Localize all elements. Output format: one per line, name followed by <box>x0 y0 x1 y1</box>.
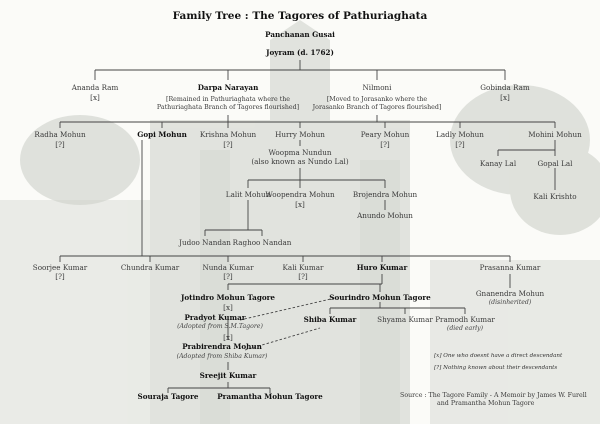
node-nilmoni: Nilmoni <box>363 84 392 93</box>
mark-peary-mohun: [?] <box>380 141 389 150</box>
node-mohini-mohun: Mohini Mohun <box>528 131 581 140</box>
node-shyama-kumar: Shyama Kumar <box>377 316 433 325</box>
node-lalit-mohun: Lalit Mohun <box>226 191 270 200</box>
node-jotindro-mohun-tagore: Jotindro Mohun Tagore <box>181 294 275 303</box>
mark-gobinda-ram: [x] <box>500 94 510 103</box>
node-pradyot-kumar: Pradyot Kumar <box>184 314 245 323</box>
mark-ananda-ram: [x] <box>90 94 100 103</box>
node-ladly-mohun: Ladly Mohun <box>436 131 484 140</box>
node-gopal-lal: Gopal Lal <box>538 160 573 169</box>
node-raghoo-nandan: Raghoo Nandan <box>233 239 292 248</box>
node-shiba-kumar: Shiba Kumar <box>304 316 357 325</box>
mark-woopendra-mohun: [x] <box>295 201 305 210</box>
node-judoo-nandan: Judoo Nandan <box>179 239 231 248</box>
note-woopma-nundun: (also known as Nundo Lal) <box>251 158 348 167</box>
node-gopi-mohun: Gopi Mohun <box>137 131 187 140</box>
diagram-title: Family Tree : The Tagores of Pathuriagha… <box>173 12 428 21</box>
note-darpa-1: [Remained in Pathuriaghata where the <box>166 96 290 104</box>
note-prabirendra: (Adopted from Shiba Kumar) <box>177 353 268 362</box>
node-ananda-ram: Ananda Ram <box>72 84 119 93</box>
node-souraja-tagore: Souraja Tagore <box>138 393 199 402</box>
mark-krishna-mohun: [?] <box>223 141 232 150</box>
node-brojendra-mohun: Brojendra Mohun <box>353 191 417 200</box>
node-woopendra-mohun: Woopendra Mohun <box>265 191 334 200</box>
node-joyram: Joyram (d. 1762) <box>266 49 334 58</box>
note-gnanendra: (disinherited) <box>489 299 532 308</box>
node-peary-mohun: Peary Mohun <box>361 131 409 140</box>
mark-kali-kumar: [?] <box>298 273 307 282</box>
node-hurry-mohun: Hurry Mohun <box>275 131 325 140</box>
node-prabirendra-mohun: Prabirendra Mohun <box>182 343 262 352</box>
note-pradyot: (Adopted from S.M.Tagore) <box>177 323 263 332</box>
node-huro-kumar: Huro Kumar <box>357 264 407 273</box>
mark-ladly-mohun: [?] <box>455 141 464 150</box>
node-gobinda-ram: Gobinda Ram <box>480 84 529 93</box>
node-pramantha-mohun-tagore: Pramantha Mohun Tagore <box>217 393 322 402</box>
note-nilmoni-1: [Moved to Jorasanko where the <box>327 96 427 104</box>
note-pramodh: (died early) <box>447 325 483 334</box>
source-line-1: Source : The Tagore Family - A Memoir by… <box>400 392 587 400</box>
node-gnanendra-mohun: Gnanendra Mohun <box>476 290 544 299</box>
node-radha-mohun: Radha Mohun <box>34 131 85 140</box>
note-nilmoni-2: Jorasanko Branch of Tagores flourished] <box>313 104 442 112</box>
node-pramodh-kumar: Pramodh Kumar <box>435 316 495 325</box>
source-line-2: and Pramantha Mohun Tagore <box>437 400 534 408</box>
node-krishna-mohun: Krishna Mohun <box>200 131 256 140</box>
node-darpa-narayan: Darpa Narayan <box>198 84 259 93</box>
mark-nunda-kumar: [?] <box>223 273 232 282</box>
node-kanay-lal: Kanay Lal <box>480 160 516 169</box>
mark-radha-mohun: [?] <box>55 141 64 150</box>
legend-x: [x] One who doesnt have a direct descend… <box>434 352 562 361</box>
node-kali-krishto: Kali Krishto <box>533 193 576 202</box>
node-chundra-kumar: Chundra Kumar <box>121 264 179 273</box>
legend-q: [?] Nothing known about their descendant… <box>434 364 557 373</box>
node-anundo-mohun: Anundo Mohun <box>357 212 413 221</box>
node-panchanan: Panchanan Gusai <box>265 31 335 40</box>
node-sreejit-kumar: Sreejit Kumar <box>200 372 257 381</box>
node-sourindro-mohun-tagore: Sourindro Mohun Tagore <box>329 294 431 303</box>
mark-jotindro: [x] <box>223 304 233 313</box>
node-prasanna-kumar: Prasanna Kumar <box>480 264 541 273</box>
note-darpa-2: Pathuriaghata Branch of Tagores flourish… <box>157 104 299 112</box>
mark-soorjee-kumar: [?] <box>55 273 64 282</box>
